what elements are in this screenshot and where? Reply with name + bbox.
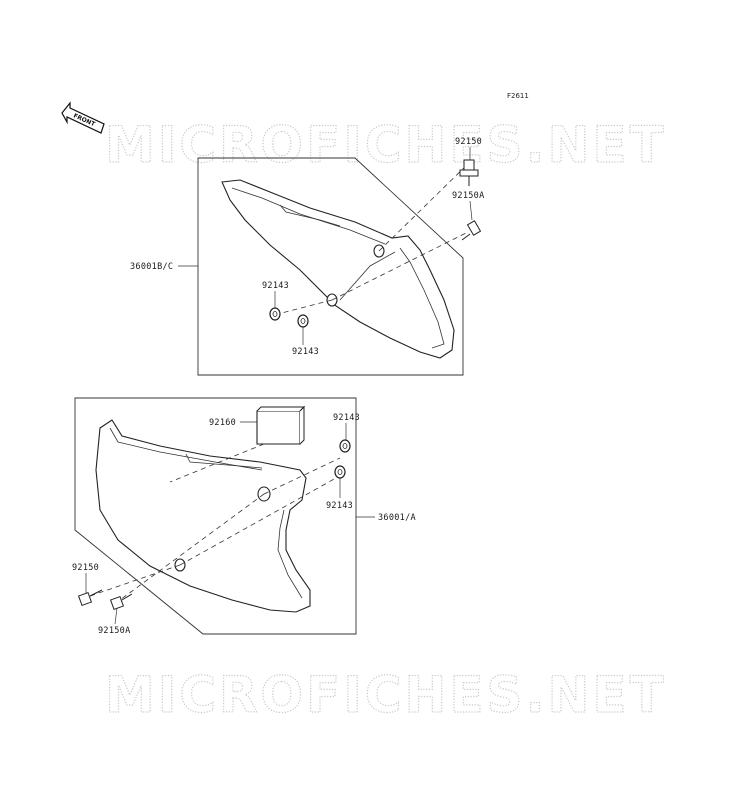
watermark-bottom: MICROFICHES.NET xyxy=(105,666,667,724)
figure-code: F2611 xyxy=(507,92,529,100)
label-92160: 92160 xyxy=(209,418,236,428)
label-92143-upper-a: 92143 xyxy=(262,281,289,291)
label-92143-lower-mid: 92143 xyxy=(326,501,353,511)
label-36001-a: 36001/A xyxy=(378,513,416,523)
washer-92143-lower-top xyxy=(339,439,351,453)
front-arrow-icon: FRONT xyxy=(61,101,105,134)
label-92150-upper: 92150 xyxy=(455,137,482,147)
label-36001b-c: 36001B/C xyxy=(130,262,173,272)
lower-side-cover xyxy=(95,419,311,613)
label-92150a-upper: 92150A xyxy=(452,191,485,201)
watermark-top: MICROFICHES.NET xyxy=(105,116,667,174)
bolt-92150a-upper xyxy=(461,220,482,241)
upper-side-cover xyxy=(221,179,455,359)
bolt-92150a-lower xyxy=(109,593,133,611)
label-92150-lower: 92150 xyxy=(72,563,99,573)
label-92143-upper-b: 92143 xyxy=(292,347,319,357)
upper-group-frame xyxy=(197,157,464,376)
bolt-92150-upper xyxy=(459,159,479,186)
pad-92160 xyxy=(256,405,306,445)
lower-group-frame xyxy=(74,397,357,635)
label-92143-lower-top: 92143 xyxy=(333,413,360,423)
label-92150a-lower: 92150A xyxy=(98,626,131,636)
washer-92143-upper-left xyxy=(269,307,281,321)
washer-92143-upper-right xyxy=(297,314,309,328)
bolt-92150-lower xyxy=(77,589,103,607)
washer-92143-lower-mid xyxy=(334,465,346,479)
